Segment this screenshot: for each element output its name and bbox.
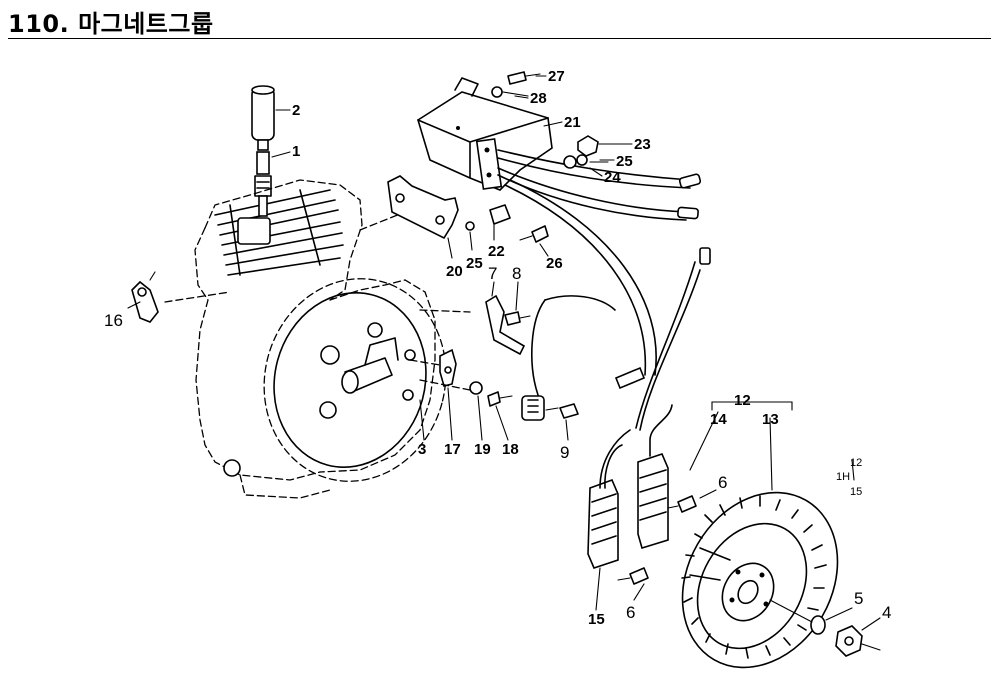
label-part-6-lower: 6 — [626, 603, 635, 622]
label-part-1: 1 — [292, 143, 300, 160]
leader-lines — [127, 75, 881, 631]
note-line-12: 12 — [850, 457, 862, 469]
label-part-9: 9 — [560, 443, 569, 462]
flywheel-nut-washer — [769, 599, 881, 657]
label-part-25-mid: 25 — [466, 255, 483, 272]
coil-wires — [359, 149, 702, 376]
note-line-15: 15 — [850, 486, 862, 498]
coil-screws — [617, 495, 697, 585]
engine-block — [194, 179, 436, 499]
part-labels: 2 1 27 28 21 23 25 24 20 25 22 26 16 7 8… — [104, 68, 891, 628]
label-part-12: 12 — [734, 392, 751, 409]
label-part-2: 2 — [292, 102, 300, 119]
label-part-26: 26 — [546, 255, 563, 272]
pulse-wire — [521, 295, 616, 421]
coil-bracket — [387, 175, 459, 240]
label-part-7: 7 — [488, 264, 497, 283]
label-part-19: 19 — [474, 441, 491, 458]
label-part-27: 27 — [548, 68, 565, 85]
label-part-21: 21 — [564, 114, 581, 131]
backing-plate — [263, 278, 447, 482]
label-part-17: 17 — [444, 441, 461, 458]
ignition-coil — [417, 77, 553, 191]
label-part-24: 24 — [604, 169, 621, 186]
wire-clip — [131, 271, 231, 323]
spark-plug-cap — [251, 85, 275, 151]
label-part-14: 14 — [710, 411, 727, 428]
label-part-3: 3 — [418, 441, 426, 458]
label-part-25-top: 25 — [616, 153, 633, 170]
label-part-8: 8 — [512, 264, 521, 283]
label-part-16: 16 — [104, 311, 123, 330]
title-divider — [8, 38, 991, 39]
flywheel — [681, 491, 839, 669]
wire-bracket — [419, 294, 531, 356]
ignition-module — [587, 247, 711, 569]
coil-hardware — [465, 71, 621, 243]
label-part-4: 4 — [882, 603, 891, 622]
note-line-1h: 1H — [836, 471, 850, 483]
label-part-13: 13 — [762, 411, 779, 428]
label-part-23: 23 — [634, 136, 651, 153]
label-part-18: 18 — [502, 441, 519, 458]
charging-coil — [614, 366, 673, 550]
label-part-6-upper: 6 — [718, 473, 727, 492]
label-part-28: 28 — [530, 90, 547, 107]
label-part-22: 22 — [488, 243, 505, 260]
spark-plug — [254, 151, 272, 217]
label-part-5: 5 — [854, 589, 863, 608]
label-part-20: 20 — [446, 263, 463, 280]
stop-switch-parts — [409, 348, 513, 407]
page-title: 110. 마그네트그룹 — [8, 10, 214, 38]
assembly-note: 12 1H 15 — [836, 457, 862, 498]
label-part-15: 15 — [588, 611, 605, 628]
